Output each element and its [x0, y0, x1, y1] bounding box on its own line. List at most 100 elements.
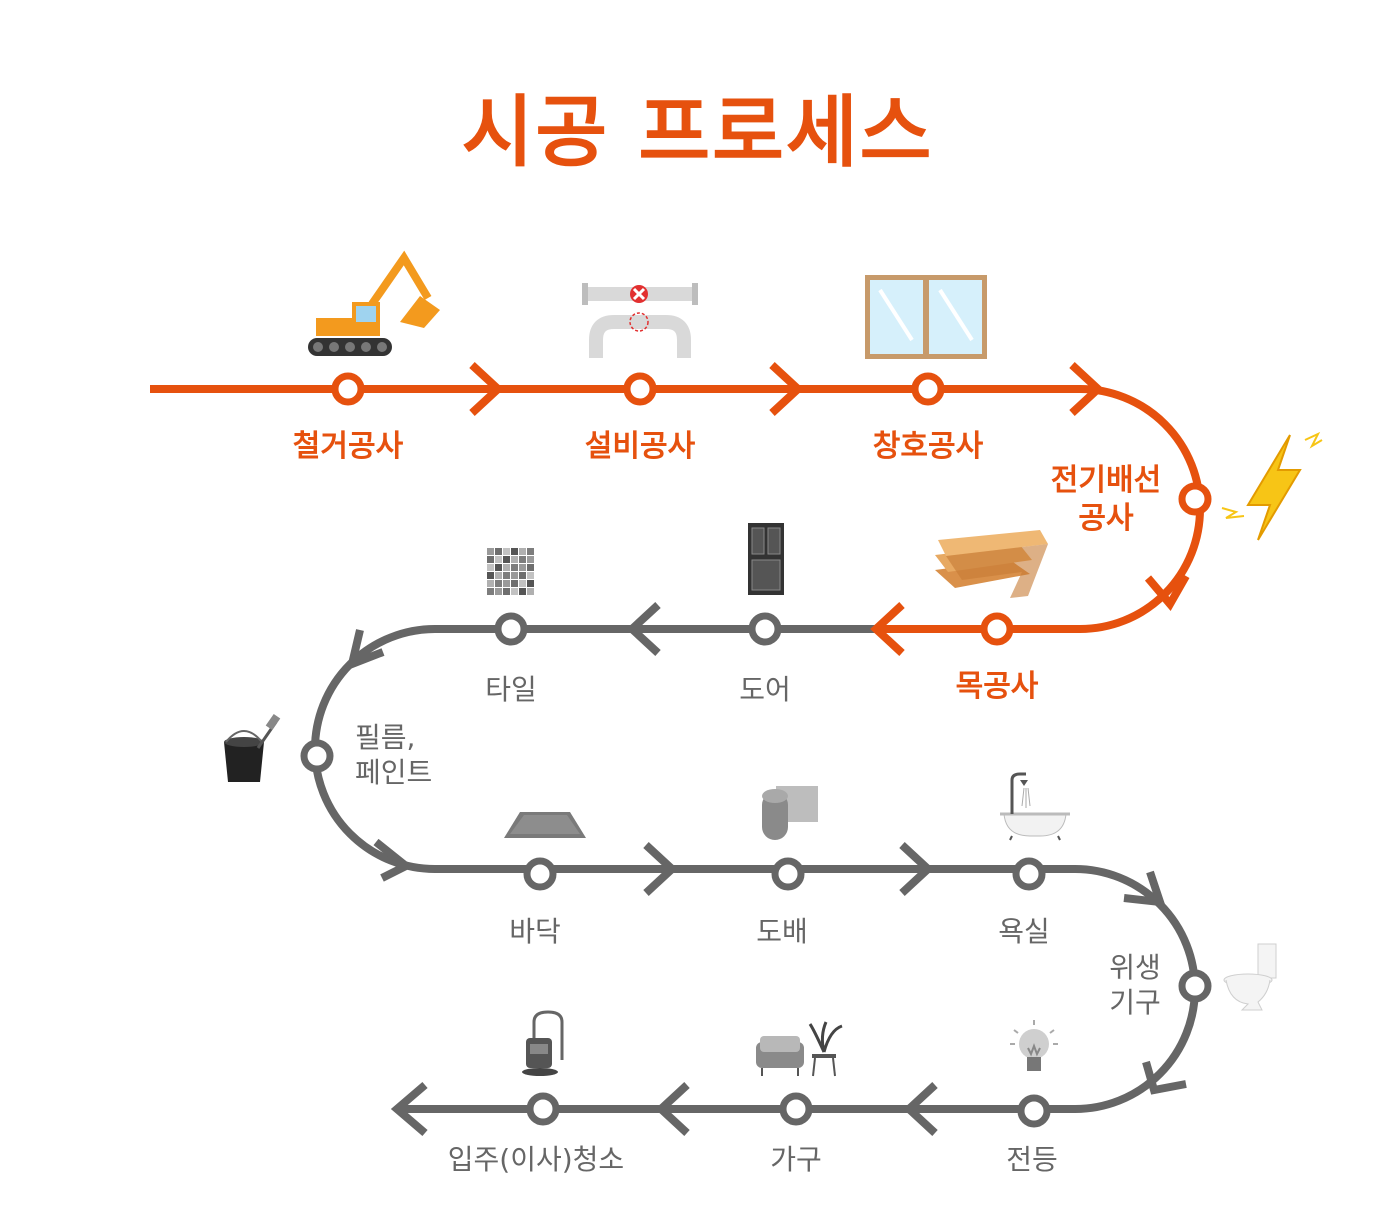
tile-square: [519, 580, 526, 587]
step-node: [980, 612, 1014, 646]
tile-square: [527, 580, 534, 587]
tile-square: [487, 580, 494, 587]
wallpaper-roll-icon: [762, 786, 818, 840]
tile-square: [503, 556, 510, 563]
arrow-left-icon: [346, 629, 385, 671]
step-label: 욕실: [998, 915, 1050, 948]
step-label: 입주(이사)청소: [447, 1143, 625, 1176]
vacuum-icon: [522, 1010, 564, 1076]
tile-square: [503, 588, 510, 595]
step-node: [1017, 1094, 1051, 1128]
step-node: [1178, 482, 1212, 516]
bathtub-icon: [1000, 772, 1070, 841]
tile-square: [527, 556, 534, 563]
arrow-right-icon: [769, 362, 804, 416]
arrow-left-icon: [626, 602, 661, 656]
paint-bucket-icon: [224, 713, 281, 782]
tile-square: [495, 548, 502, 555]
tile-square: [487, 564, 494, 571]
wood-planks-icon: [935, 530, 1048, 598]
toilet-icon: [1223, 943, 1277, 1011]
arrow-down-icon: [1144, 574, 1190, 611]
step-label: 도배: [756, 915, 808, 948]
tile-square: [511, 556, 518, 563]
tile-square: [527, 588, 534, 595]
arrow-right-icon: [643, 842, 678, 896]
arrow-right-icon: [1069, 362, 1104, 416]
step-label: 필름,페인트: [355, 721, 433, 789]
step-node: [523, 857, 557, 891]
step-node: [911, 372, 945, 406]
tile-square: [519, 564, 526, 571]
tile-square: [487, 556, 494, 563]
arrow-right-icon: [899, 842, 934, 896]
tile-square: [511, 564, 518, 571]
tile-square: [495, 572, 502, 579]
excavator-icon: [308, 250, 440, 356]
tile-square: [487, 572, 494, 579]
tile-square: [519, 548, 526, 555]
lightning-icon: [1221, 431, 1323, 541]
door-icon: [748, 523, 784, 595]
step-label: 설비공사: [584, 429, 696, 464]
pipe-icon: [582, 283, 698, 358]
arrow-right-icon: [469, 362, 504, 416]
arrow-right-icon: [373, 838, 414, 882]
tile-square: [503, 580, 510, 587]
step-node: [748, 612, 782, 646]
tile-square: [487, 548, 494, 555]
tile-square: [495, 556, 502, 563]
tile-square: [519, 556, 526, 563]
arrow-down-icon: [1123, 870, 1166, 907]
window-icon: [865, 275, 987, 359]
arrow-left-icon: [390, 1081, 428, 1137]
tile-square: [495, 564, 502, 571]
upcoming-track: [311, 625, 1199, 1113]
tile-square: [511, 580, 518, 587]
step-label: 철거공사: [292, 429, 404, 464]
tile-square: [495, 580, 502, 587]
tile-square: [527, 572, 534, 579]
arrow-down-icon: [1142, 1060, 1187, 1095]
step-node: [1012, 857, 1046, 891]
step-node: [526, 1092, 560, 1126]
step-node: [623, 372, 657, 406]
step-label: 창호공사: [872, 429, 984, 464]
step-label: 전등: [1006, 1143, 1058, 1176]
completed-track: [150, 385, 1204, 633]
tile-square: [487, 588, 494, 595]
furniture-icon: [756, 1021, 843, 1077]
arrow-left-icon: [655, 1082, 690, 1136]
tile-square: [503, 564, 510, 571]
tile-square: [503, 572, 510, 579]
tile-icon: [487, 548, 534, 595]
light-bulb-icon: [1010, 1020, 1058, 1071]
tile-square: [511, 572, 518, 579]
tile-square: [519, 588, 526, 595]
tile-square: [527, 564, 534, 571]
step-node: [779, 1092, 813, 1126]
tile-square: [519, 572, 526, 579]
step-label: 목공사: [955, 669, 1039, 704]
tile-square: [495, 588, 502, 595]
step-node: [771, 857, 805, 891]
step-node: [494, 612, 528, 646]
arrow-left-icon: [870, 602, 905, 656]
step-label: 타일: [485, 673, 537, 706]
page-title: 시공 프로세스: [461, 88, 934, 178]
tile-square: [511, 548, 518, 555]
step-label: 바닥: [509, 915, 561, 948]
floor-mat-icon: [504, 812, 586, 838]
step-label: 가구: [770, 1143, 822, 1176]
step-node: [331, 372, 365, 406]
tile-square: [527, 548, 534, 555]
step-label: 도어: [739, 673, 791, 706]
step-node: [300, 739, 334, 773]
step-node: [1178, 969, 1212, 1003]
tile-square: [503, 548, 510, 555]
tile-square: [511, 588, 518, 595]
